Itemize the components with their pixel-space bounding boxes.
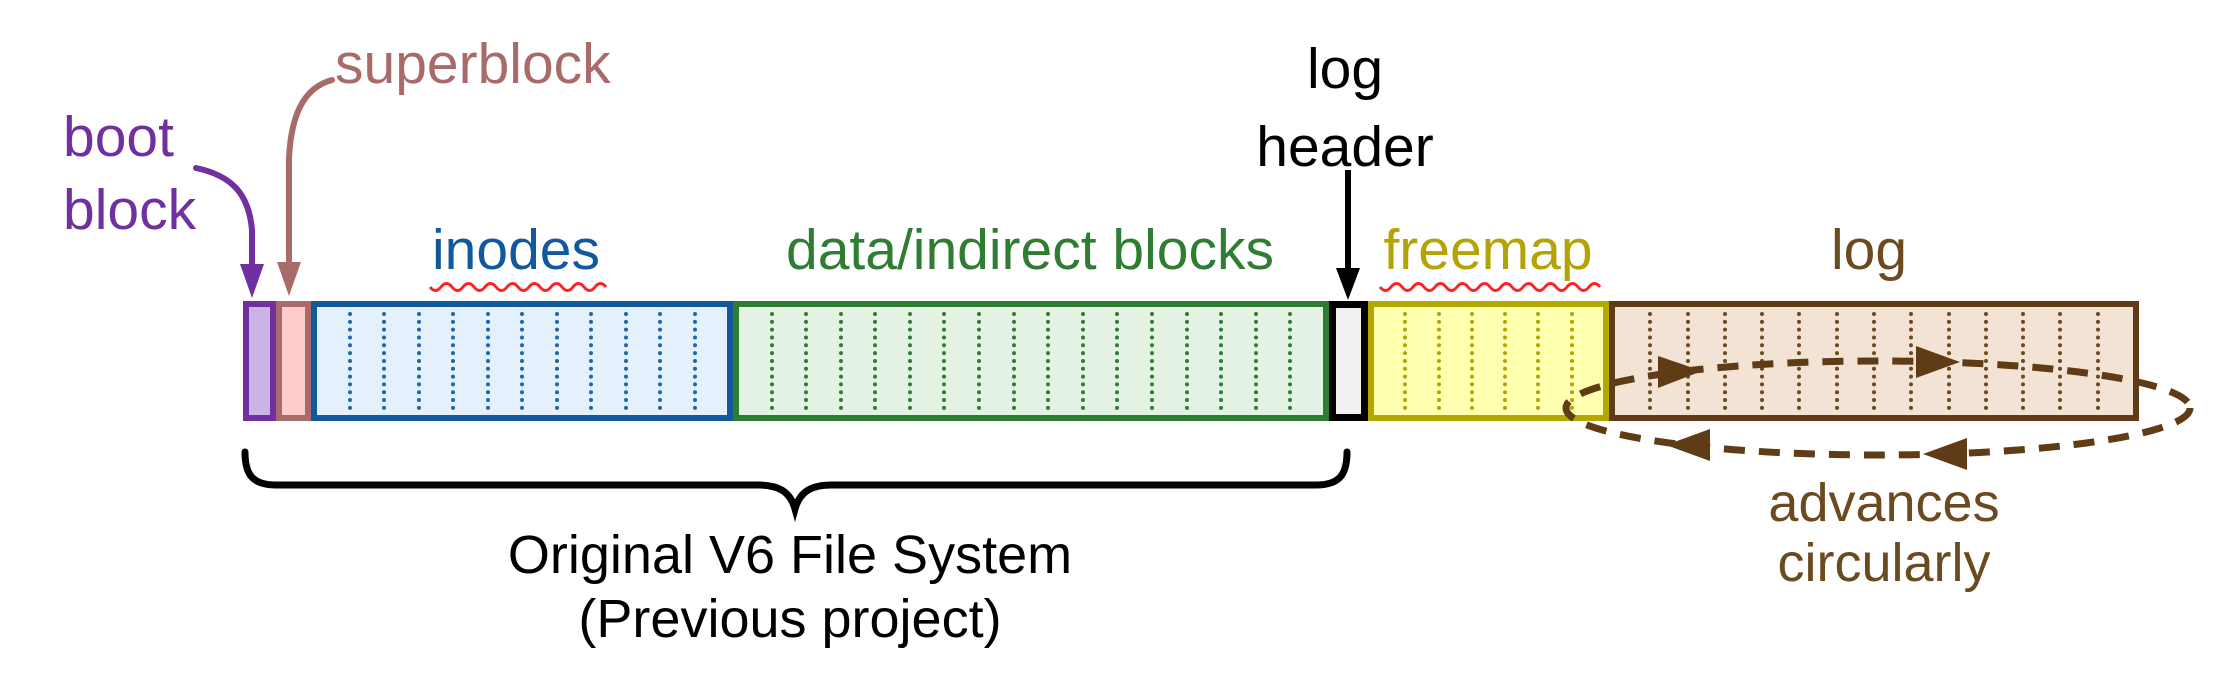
block-divider (1648, 312, 1653, 410)
block-divider (907, 312, 912, 410)
block-divider (1760, 312, 1765, 410)
block-divider (1436, 312, 1441, 410)
boot-block-arrow (193, 165, 255, 267)
block-divider (692, 312, 697, 410)
freemap-spellcheck-squiggle (1378, 282, 1602, 292)
log-header-label-line2: header (1256, 115, 1434, 179)
block-divider (554, 312, 559, 410)
superblock-label: superblock (335, 32, 611, 96)
block-divider (1046, 312, 1051, 410)
log-segment (1609, 301, 2139, 421)
block-divider (1569, 312, 1574, 410)
block-divider (1288, 312, 1293, 410)
superblock-arrow (286, 77, 335, 265)
block-divider (1983, 312, 1988, 410)
boot-block-segment (243, 301, 276, 421)
block-divider (451, 312, 455, 410)
log-header-label-line1: log (1306, 37, 1384, 101)
boot-block-arrowhead (240, 264, 264, 298)
block-divider (838, 312, 843, 410)
block-divider (1797, 312, 1802, 410)
circular-arrowhead-left-1 (1666, 429, 1710, 461)
log-header-segment (1329, 301, 1368, 421)
block-divider (1080, 312, 1085, 410)
circular-arrowhead-left-2 (1923, 438, 1967, 470)
block-divider (2095, 312, 2100, 410)
block-divider (873, 312, 878, 410)
v6-brace (241, 448, 1351, 523)
block-divider (416, 312, 421, 410)
circular-note-line1: advances (1768, 473, 2000, 533)
block-divider (658, 312, 662, 410)
log-header-arrowhead (1336, 268, 1360, 300)
block-divider (1011, 312, 1016, 410)
block-divider (1503, 312, 1508, 410)
inodes-segment (311, 301, 733, 421)
block-divider (382, 312, 386, 410)
block-divider (623, 312, 628, 410)
block-divider (1184, 312, 1189, 410)
disk-bar (243, 301, 2139, 421)
block-divider (1722, 312, 1727, 410)
boot-block-label-line1: boot (63, 105, 174, 169)
block-divider (1946, 312, 1951, 410)
block-divider (1536, 312, 1541, 410)
block-divider (589, 312, 593, 410)
block-divider (2058, 312, 2063, 410)
block-divider (1685, 312, 1690, 410)
block-divider (1253, 312, 1258, 410)
freemap-segment (1368, 301, 1609, 421)
block-divider (1149, 312, 1154, 410)
block-divider (1871, 312, 1876, 410)
block-divider (1909, 312, 1914, 410)
block-divider (1469, 312, 1474, 410)
block-divider (485, 312, 490, 410)
inodes-label: inodes (432, 218, 600, 282)
block-divider (942, 312, 947, 410)
superblock-segment (276, 301, 311, 421)
boot-block-label-line2: block (63, 178, 197, 242)
block-divider (769, 312, 774, 410)
block-divider (1115, 312, 1120, 410)
block-divider (1219, 312, 1224, 410)
circular-note-line2: circularly (1777, 533, 1991, 593)
data-indirect-blocks-label: data/indirect blocks (786, 218, 1274, 282)
block-divider (977, 312, 982, 410)
inodes-spellcheck-squiggle (428, 282, 608, 292)
block-divider (1834, 312, 1839, 410)
brace-caption-line1: Original V6 File System (507, 525, 1073, 585)
data-indirect-blocks-segment (733, 301, 1329, 421)
block-divider (520, 312, 524, 410)
brace-caption-line2: (Previous project) (578, 589, 1002, 649)
freemap-label: freemap (1383, 218, 1593, 282)
log-header-label: log header (1256, 30, 1434, 186)
block-divider (347, 312, 352, 410)
superblock-arrowhead (277, 262, 301, 296)
log-label: log (1830, 218, 1908, 282)
boot-block-label: boot block (63, 101, 196, 247)
block-divider (1403, 312, 1408, 410)
block-divider (804, 312, 809, 410)
block-divider (2021, 312, 2026, 410)
